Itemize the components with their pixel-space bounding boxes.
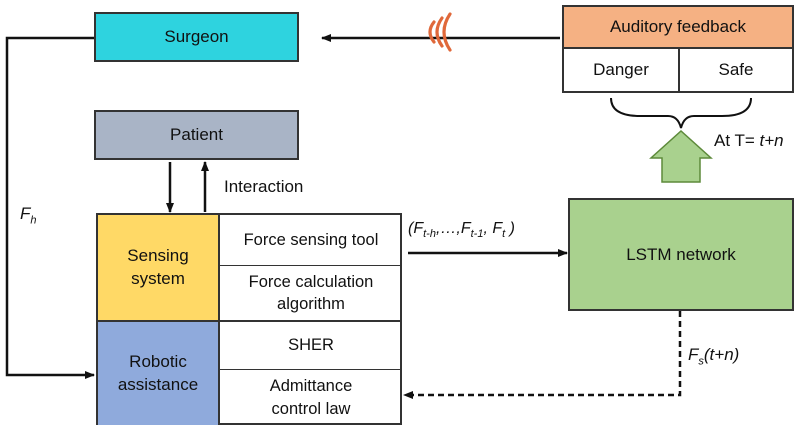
force-sensing-tool-cell: Force sensing tool [220, 215, 402, 266]
force-sequence-label: (Ft-h,…,Ft-1, Ft ) [408, 220, 515, 241]
fh-label: Fh [20, 204, 37, 227]
sher-cell: SHER [220, 322, 402, 370]
time-label: At T= t+n [714, 131, 784, 150]
surgeon-box: Surgeon [94, 12, 299, 62]
lstm-to-feedback-arrow [649, 129, 713, 183]
patient-box: Patient [94, 110, 299, 160]
danger-cell: Danger [562, 47, 680, 93]
safe-cell: Safe [678, 47, 794, 93]
feedback-brace [610, 97, 752, 129]
auditory-feedback-title: Auditory feedback [562, 5, 794, 49]
fs-label: Fs(t+n) [688, 345, 740, 368]
lstm-network-box: LSTM network [568, 198, 794, 311]
fs-dashed-line [403, 311, 682, 399]
sound-wave-icon [428, 12, 452, 52]
interaction-label: Interaction [224, 177, 304, 196]
surgeon-label: Surgeon [164, 27, 229, 46]
